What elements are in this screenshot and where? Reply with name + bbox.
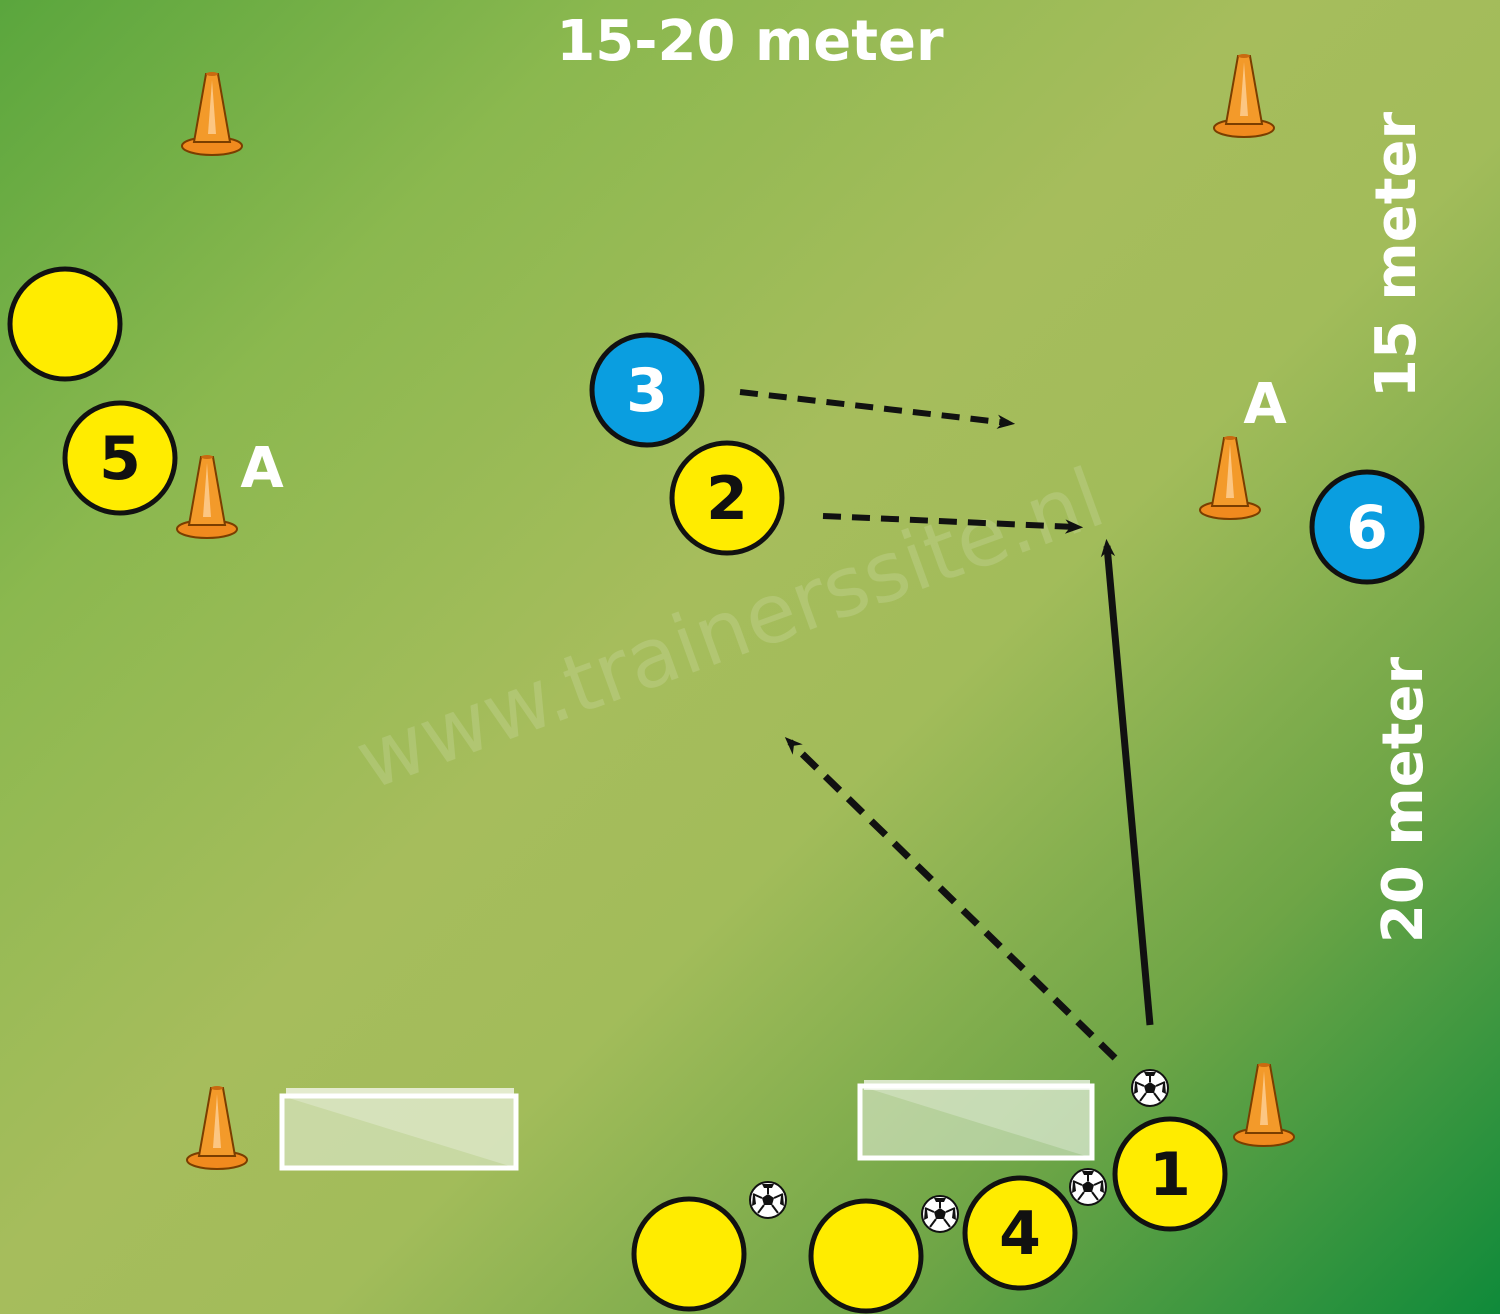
player-6-number: 6 [1346, 493, 1388, 563]
pass-arrow [1100, 538, 1154, 1026]
player-2-number: 2 [706, 464, 748, 534]
top-distance-label: 15-20 meter [556, 9, 944, 74]
cone-bottom-right-icon [1233, 1062, 1295, 1147]
player-unnumbered-bottom-mid [808, 1198, 924, 1314]
cone-top-right-icon [1213, 53, 1275, 138]
player-1: 1 [1112, 1116, 1228, 1232]
zone-label-right: A [1243, 372, 1287, 437]
ball-icon [1131, 1069, 1169, 1107]
cone-zone-left-icon [176, 454, 238, 539]
cone-top-left-icon [181, 71, 243, 156]
player-6: 6 [1309, 469, 1425, 585]
ball-icon [921, 1195, 959, 1233]
run-arrow-player-2 [822, 513, 1084, 534]
cone-zone-right-icon [1199, 435, 1261, 520]
right-distance-lower-label: 20 meter [1371, 657, 1436, 944]
player-1-number: 1 [1149, 1140, 1191, 1210]
right-distance-upper-label: 15 meter [1364, 112, 1429, 399]
ball-icon [749, 1181, 787, 1219]
player-5-number: 5 [99, 424, 141, 494]
player-3-number: 3 [626, 356, 668, 426]
ball-icon [1069, 1168, 1107, 1206]
run-arrow-player-3 [739, 389, 1016, 429]
player-unnumbered-left [7, 266, 123, 382]
player-unnumbered-bottom-left [631, 1196, 747, 1312]
player-5: 5 [62, 400, 178, 516]
player-2: 2 [669, 440, 785, 556]
zone-label-left: A [240, 436, 284, 501]
player-4-number: 4 [999, 1199, 1041, 1269]
goal-right-icon [857, 1080, 1095, 1161]
player-3: 3 [589, 332, 705, 448]
goal-left-icon [279, 1088, 519, 1171]
run-arrow-dribble [784, 736, 1118, 1061]
player-4: 4 [962, 1175, 1078, 1291]
cone-bottom-left-icon [186, 1085, 248, 1170]
